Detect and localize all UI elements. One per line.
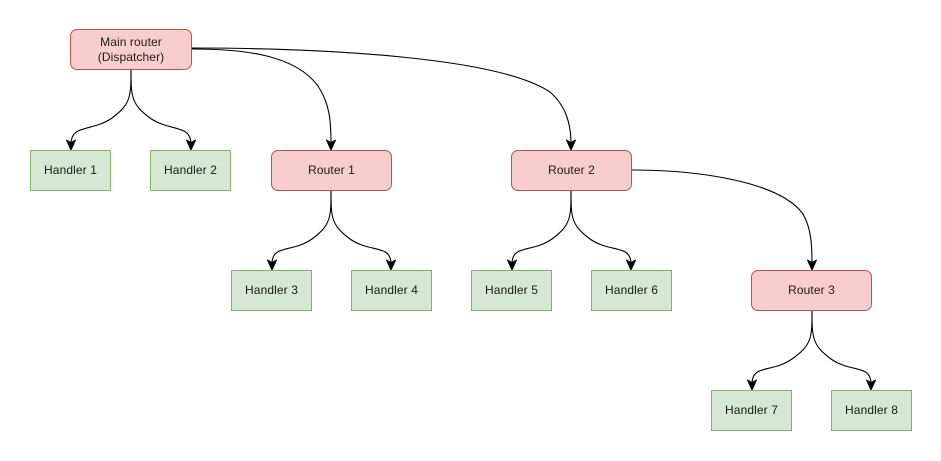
arrow-head xyxy=(566,139,576,151)
node-handler-1[interactable]: Handler 1 xyxy=(30,150,111,191)
edge-path xyxy=(631,169,813,265)
edge-router-1-to-handler-3 xyxy=(267,190,332,271)
edge-path xyxy=(511,190,572,265)
arrow-head xyxy=(66,139,76,151)
node-handler-3[interactable]: Handler 3 xyxy=(231,270,312,311)
edge-router-1-to-handler-4 xyxy=(330,190,396,271)
edge-router-3-to-handler-7 xyxy=(747,310,813,391)
arrow-head xyxy=(807,259,817,271)
node-router-1[interactable]: Router 1 xyxy=(271,150,392,191)
edge-router-3-to-handler-8 xyxy=(811,310,876,391)
edge-main-router-to-handler-2 xyxy=(130,69,196,151)
edge-path xyxy=(811,310,872,385)
edge-main-router-to-router-2 xyxy=(191,47,576,151)
edge-path xyxy=(570,190,632,265)
arrow-head xyxy=(866,379,876,391)
arrow-head xyxy=(386,259,396,271)
node-router-3[interactable]: Router 3 xyxy=(751,270,872,311)
edge-router-2-to-handler-5 xyxy=(507,190,572,271)
node-handler-8[interactable]: Handler 8 xyxy=(831,390,912,431)
node-handler-7[interactable]: Handler 7 xyxy=(711,390,792,431)
edge-path xyxy=(191,48,332,145)
node-handler-4[interactable]: Handler 4 xyxy=(351,270,432,311)
edge-path xyxy=(191,47,572,145)
edge-path xyxy=(271,190,332,265)
node-handler-5[interactable]: Handler 5 xyxy=(471,270,552,311)
arrow-head xyxy=(267,259,277,271)
node-handler-6[interactable]: Handler 6 xyxy=(591,270,672,311)
edge-main-router-to-handler-1 xyxy=(66,69,132,151)
edge-router-2-to-handler-6 xyxy=(570,190,636,271)
edge-path xyxy=(751,310,813,385)
edge-router-2-to-router-3 xyxy=(631,169,817,271)
edge-path xyxy=(330,190,392,265)
arrow-head xyxy=(747,379,757,391)
node-handler-2[interactable]: Handler 2 xyxy=(150,150,231,191)
arrow-head xyxy=(186,139,196,151)
node-router-2[interactable]: Router 2 xyxy=(511,150,632,191)
arrow-head xyxy=(626,259,636,271)
edge-main-router-to-router-1 xyxy=(191,48,336,151)
arrow-head xyxy=(326,139,336,151)
arrow-head xyxy=(507,259,517,271)
edge-path xyxy=(130,69,192,145)
edge-path xyxy=(70,69,132,145)
node-main-router[interactable]: Main router (Dispatcher) xyxy=(70,29,192,70)
